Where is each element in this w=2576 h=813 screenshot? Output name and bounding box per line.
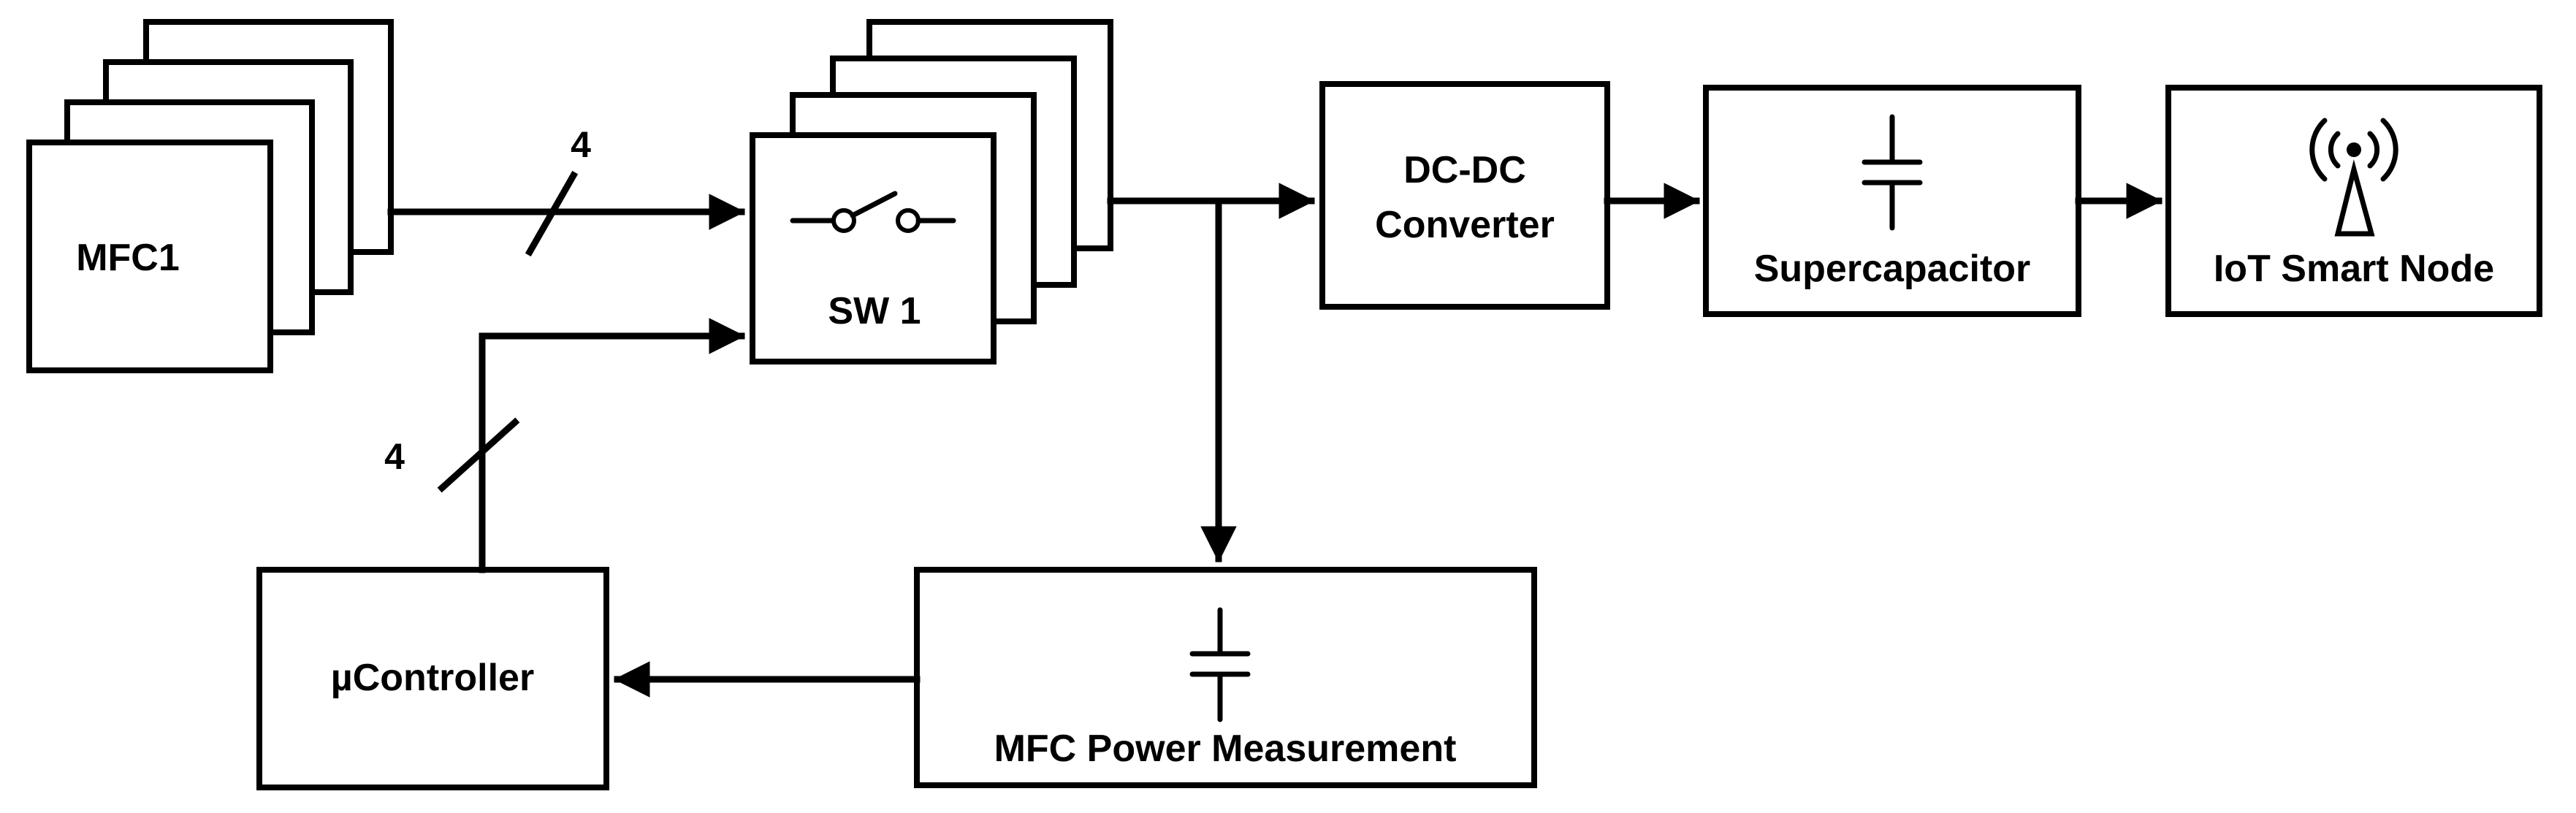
mfc-block (26, 140, 273, 373)
dcdc-block (1319, 81, 1610, 310)
power-meas-label: MFC Power Measurement (994, 728, 1457, 770)
capacitor-icon (1189, 607, 1251, 722)
switch-stack: SW 1 (750, 19, 1113, 364)
controller-block (256, 567, 609, 790)
iot-smart-node: IoT Smart Node (2165, 85, 2542, 317)
connections: 4 4 (384, 124, 2162, 698)
controller-label: µController (331, 657, 534, 699)
bus-slash-top (525, 170, 579, 257)
capacitor-icon (1861, 114, 1923, 231)
iot-block (2165, 85, 2542, 317)
switch-block (750, 132, 997, 364)
mfc-stack: MFC1 (26, 19, 394, 373)
supercap-label: Supercapacitor (1754, 248, 2031, 290)
mfc-label: MFC1 (76, 237, 180, 279)
bus-slash-bottom (437, 417, 520, 493)
microcontroller: µController (256, 567, 609, 790)
power-measurement: MFC Power Measurement (914, 567, 1537, 788)
switch-label: SW 1 (828, 290, 921, 332)
bus-width-top: 4 (571, 124, 591, 165)
bus-width-bottom: 4 (384, 436, 405, 477)
power-meas-block (914, 567, 1537, 788)
dcdc-label-line2: Converter (1375, 204, 1555, 246)
switch-icon (790, 191, 956, 233)
iot-label: IoT Smart Node (2214, 248, 2494, 290)
controller-to-switch-arrow (479, 318, 745, 573)
dcdc-label-line1: DC-DC (1403, 149, 1526, 191)
antenna-icon (2309, 118, 2398, 237)
supercapacitor: Supercapacitor (1703, 85, 2081, 317)
dcdc-converter: DC-DC Converter (1319, 81, 1610, 310)
